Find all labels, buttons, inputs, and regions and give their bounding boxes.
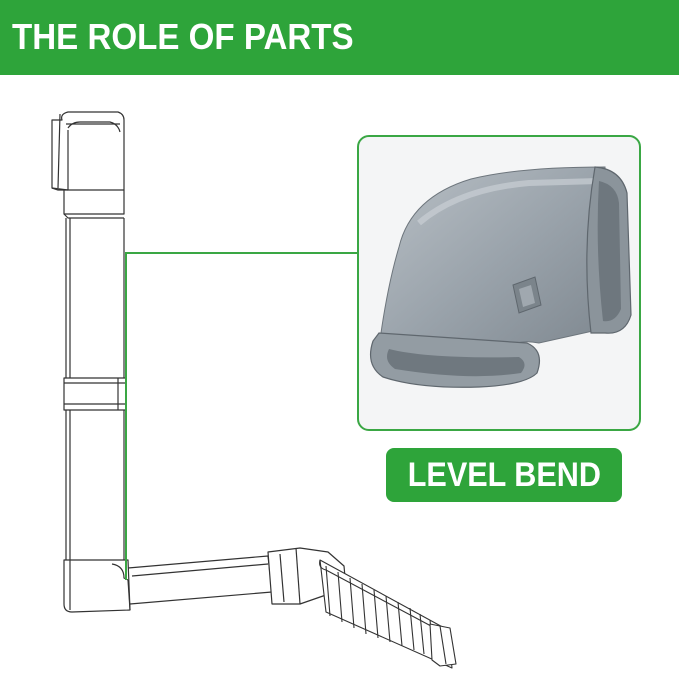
duct-line-drawing-icon: [51, 111, 457, 669]
part-label-text: LEVEL BEND: [407, 455, 601, 494]
part-label-badge: LEVEL BEND: [386, 448, 622, 502]
header-banner: THE ROLE OF PARTS: [0, 0, 679, 75]
part-callout-box: [357, 135, 641, 431]
page-title: THE ROLE OF PARTS: [12, 16, 354, 57]
elbow-bend-icon: [370, 166, 632, 388]
